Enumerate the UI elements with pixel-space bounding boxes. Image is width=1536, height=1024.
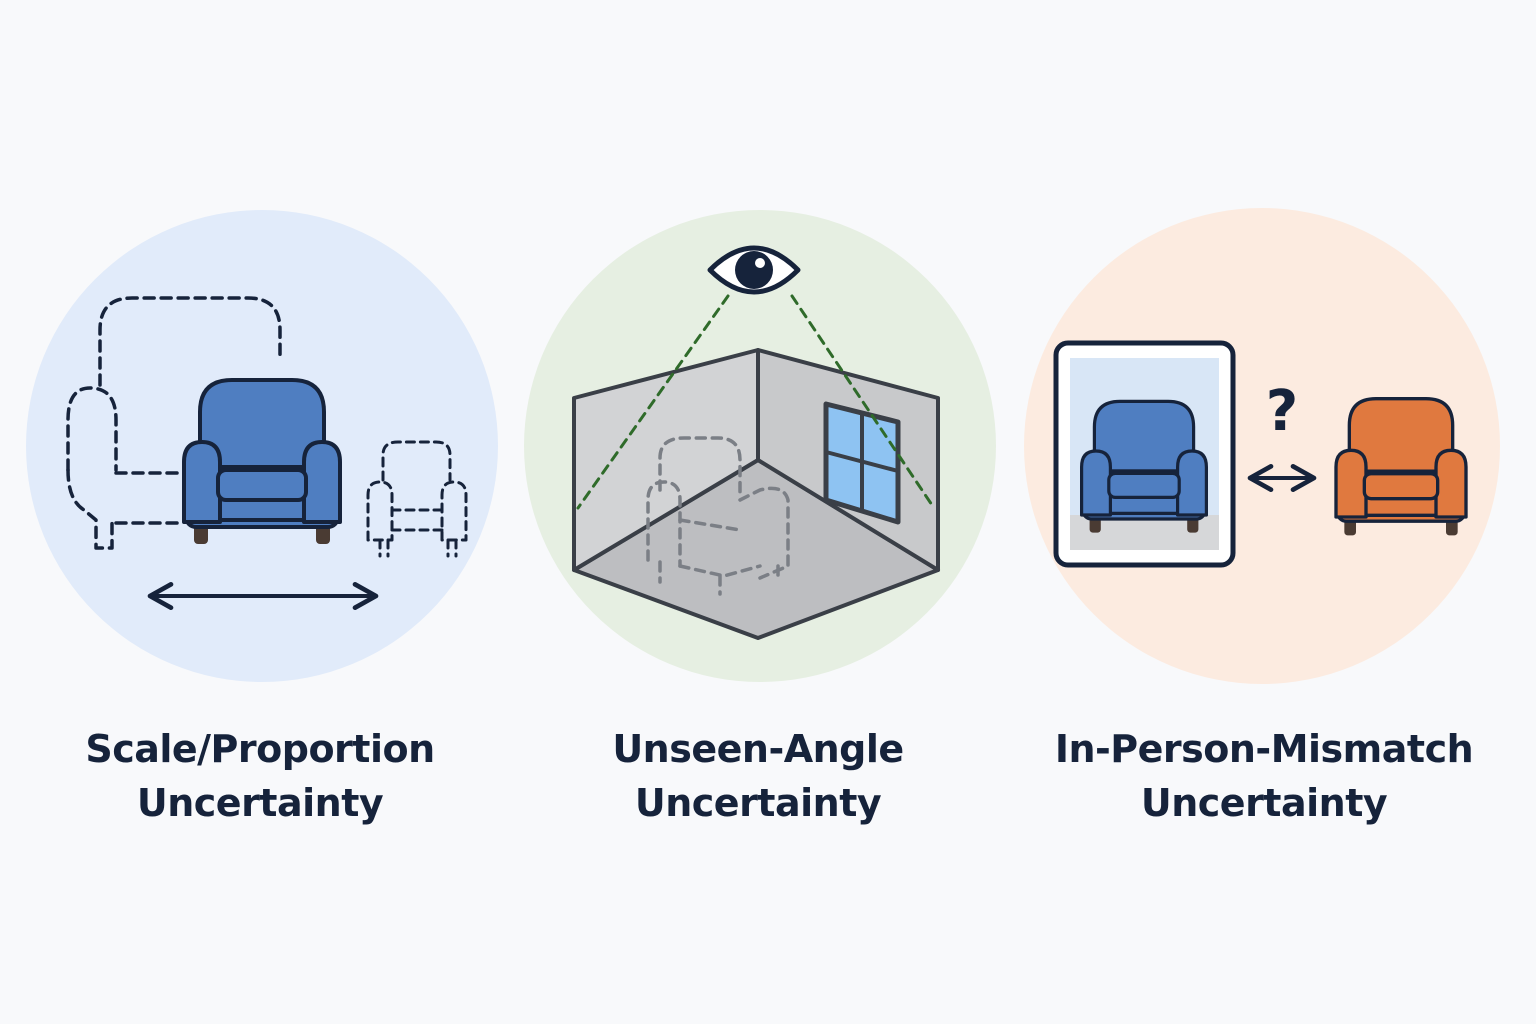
panel-scale [26,210,498,682]
dashed-large-armchair-icon [66,296,282,550]
caption-angle-line1: Unseen-Angle [612,727,904,771]
dashed-armchair-icon [646,436,790,596]
armchair-icon [1079,399,1209,535]
caption-angle: Unseen-Angle Uncertainty [498,722,1018,830]
caption-scale-line1: Scale/Proportion [85,727,435,771]
question-mark-icon: ? [1266,379,1298,444]
eye-icon [707,245,801,295]
caption-mismatch: In-Person-Mismatch Uncertainty [1004,722,1524,830]
dashed-small-armchair-icon [366,440,468,558]
armchair-icon [182,378,342,546]
caption-scale-line2: Uncertainty [136,781,384,825]
panel-angle [524,210,996,682]
caption-angle-line2: Uncertainty [634,781,882,825]
orange-armchair-icon [1334,396,1468,537]
window-icon [823,401,901,525]
caption-mismatch-line1: In-Person-Mismatch [1054,727,1474,771]
panel-mismatch: ? [1024,208,1500,684]
sight-lines [576,294,936,510]
caption-mismatch-line2: Uncertainty [1140,781,1388,825]
caption-scale: Scale/Proportion Uncertainty [0,722,520,830]
